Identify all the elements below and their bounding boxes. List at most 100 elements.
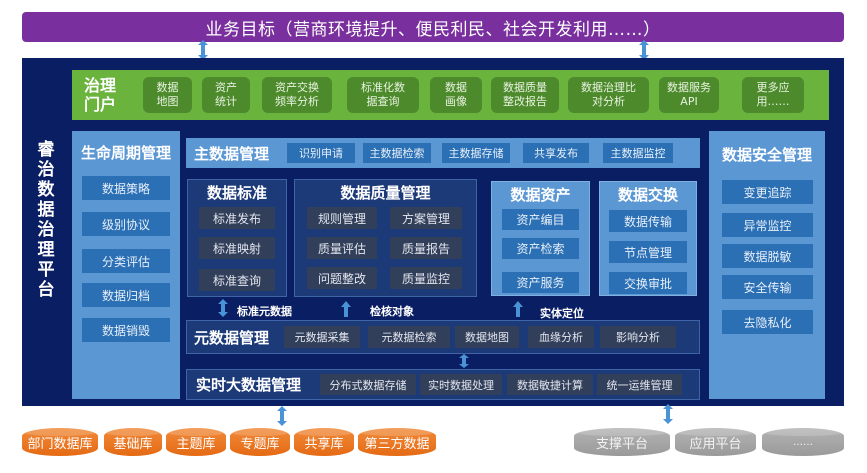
quality-item-rules[interactable]: 规则管理 [307,207,377,229]
standard-item-publish[interactable]: 标准发布 [199,207,275,229]
portal-item-label: 数据 [156,81,179,94]
source-third-party: 第三方数据 [358,428,436,456]
data-assets-title: 数据资产 [510,185,571,204]
quality-item-rectify[interactable]: 问题整改 [307,267,377,289]
quality-item-monitor[interactable]: 质量监控 [390,267,462,289]
source-label: 专题库 [240,436,280,452]
double-arrow-icon [639,40,649,60]
security-item-secure-transfer[interactable]: 安全传输 [722,275,813,299]
portal-item-label: 资产交换 [275,81,319,94]
realtime-item-ops[interactable]: 统一运维管理 [597,374,682,395]
portal-item-label: 地图 [156,95,179,108]
portal-item-quality-report[interactable]: 数据质量整改报告 [491,77,559,113]
business-goal-text: 业务目标（营商环境提升、便民利民、社会开发利用……） [205,19,661,40]
master-data-title: 主数据管理 [194,144,270,163]
source-label: 共享库 [304,436,344,452]
source-support-platform: 支撑平台 [574,428,670,456]
metadata-title: 元数据管理 [194,328,270,347]
realtime-item-distributed-storage[interactable]: 分布式数据存储 [320,374,416,395]
portal-item-label: 资产 [215,81,237,94]
source-dept-database: 部门数据库 [22,428,98,456]
source-label: 第三方数据 [364,436,430,452]
lifecycle-item-sla[interactable]: 级别协议 [82,212,170,236]
asset-item-catalog[interactable]: 资产编目 [502,209,579,230]
quality-item-report[interactable]: 质量报告 [390,237,462,259]
security-item-change-tracking[interactable]: 变更追踪 [722,180,813,204]
realtime-item-agile-compute[interactable]: 数据敏捷计算 [507,374,593,395]
double-arrow-icon [218,299,228,317]
portal-item-governance-compare[interactable]: 数据治理比对分析 [568,77,649,113]
double-arrow-icon [459,354,469,368]
lifecycle-item-classify[interactable]: 分类评估 [82,249,170,273]
portal-item-label: API [680,95,698,108]
source-topic-library: 专题库 [230,428,290,456]
portal-item-asset-stats[interactable]: 资产统计 [202,77,250,113]
source-label: 主题库 [176,436,216,452]
master-item-storage[interactable]: 主数据存储 [442,143,510,163]
exchange-item-approval[interactable]: 交换审批 [609,272,687,294]
portal-title-line: 门户 [84,95,117,114]
quality-item-assess[interactable]: 质量评估 [307,237,377,259]
metadata-item-data-map[interactable]: 数据地图 [455,326,519,348]
metadata-item-search[interactable]: 元数据检索 [368,326,450,348]
portal-item-label: 对分析 [592,95,625,108]
standard-item-mapping[interactable]: 标准映射 [199,237,275,259]
data-quality-title: 数据质量管理 [340,183,431,202]
portal-item-label: 标准化数 [361,81,405,94]
security-item-anomaly-monitor[interactable]: 异常监控 [722,213,813,237]
portal-item-more-apps[interactable]: 更多应用…… [742,77,804,113]
portal-item-data-profile[interactable]: 数据画像 [430,77,482,113]
portal-item-label: 整改报告 [503,95,547,108]
portal-item-label: 频率分析 [275,95,319,108]
exchange-item-nodes[interactable]: 节点管理 [609,241,687,263]
portal-item-standard-query[interactable]: 标准化数据查询 [347,77,419,113]
source-shared-library: 共享库 [294,428,354,456]
source-base-library: 基础库 [104,428,162,456]
security-item-masking[interactable]: 数据脱敏 [722,244,813,268]
portal-title-line: 治理 [84,76,117,95]
double-arrow-icon [663,404,673,424]
metadata-item-lineage[interactable]: 血缘分析 [528,326,594,348]
link-label-entity-locate: 实体定位 [540,307,584,320]
portal-item-label: 数据服务 [667,81,711,94]
portal-item-label: 数据质量 [503,81,547,94]
up-arrow-icon [341,301,351,317]
asset-item-service[interactable]: 资产服务 [502,272,579,293]
standard-item-query[interactable]: 标准查询 [199,269,275,291]
portal-item-label: 用…… [756,95,790,108]
master-item-identify-request[interactable]: 识别申请 [287,143,355,163]
lifecycle-item-data-strategy[interactable]: 数据策略 [82,176,170,200]
quality-item-plans[interactable]: 方案管理 [390,207,462,229]
realtime-item-processing[interactable]: 实时数据处理 [420,374,502,395]
up-arrow-icon [513,301,523,317]
portal-item-data-map[interactable]: 数据地图 [143,77,192,113]
lifecycle-item-archive[interactable]: 数据归档 [82,283,170,307]
source-theme-library: 主题库 [166,428,226,456]
portal-item-label: 统计 [215,95,237,108]
asset-item-search[interactable]: 资产检索 [502,238,579,259]
realtime-title: 实时大数据管理 [196,376,302,394]
portal-item-exchange-frequency[interactable]: 资产交换频率分析 [262,77,332,113]
master-item-share-publish[interactable]: 共享发布 [523,143,589,163]
source-app-platform: 应用平台 [675,428,756,456]
platform-title-char: 平 [37,260,55,280]
metadata-item-collect[interactable]: 元数据采集 [284,326,360,348]
metadata-item-impact[interactable]: 影响分析 [600,326,676,348]
source-label: 基础库 [113,436,153,452]
data-standard-title: 数据标准 [206,183,267,202]
platform-title-char: 理 [37,240,55,260]
portal-title: 治理 门户 [84,76,124,114]
source-more: …… [762,428,844,456]
lifecycle-item-destroy[interactable]: 数据销毁 [82,318,170,342]
master-item-search[interactable]: 主数据检索 [363,143,431,163]
platform-title: 睿 治 数 据 治 理 平 台 [34,140,58,300]
portal-item-label: 据查询 [366,95,400,108]
security-item-anonymize[interactable]: 去隐私化 [722,310,813,334]
source-label: …… [793,436,813,448]
platform-title-char: 台 [37,280,55,300]
master-item-monitor[interactable]: 主数据监控 [603,143,673,163]
platform-title-char: 治 [37,220,55,240]
exchange-item-transfer[interactable]: 数据传输 [609,210,687,232]
source-label: 支撑平台 [595,436,648,452]
